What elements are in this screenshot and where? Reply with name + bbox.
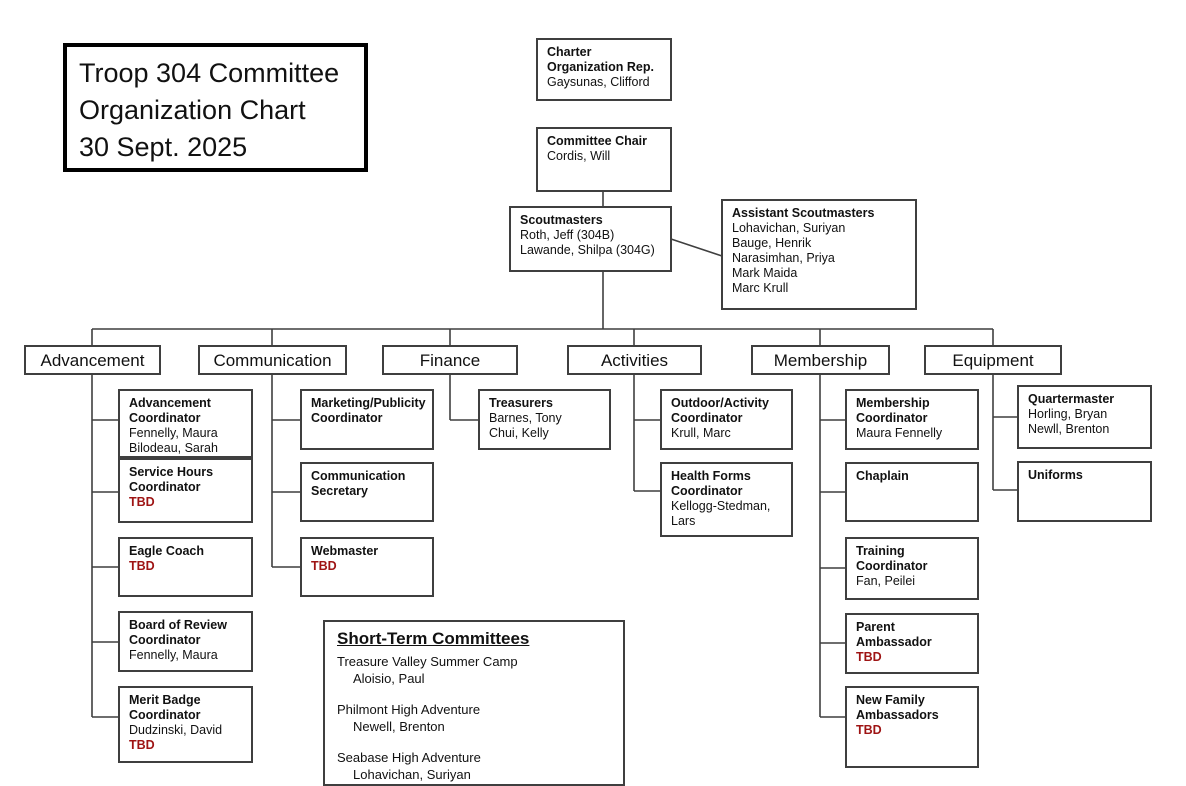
dept-header-communication: Communication [198, 345, 347, 375]
position-box-outdoor-activity-coordinator: Outdoor/Activity Coordinator Krull, Marc [660, 389, 793, 450]
names-text: Gaysunas, Clifford [547, 75, 650, 89]
org-box-charter-organization-rep: Charter Organization Rep. Gaysunas, Clif… [536, 38, 672, 101]
role-label: Advancement Coordinator [129, 396, 211, 425]
committee-name: Philmont High Adventure [337, 702, 481, 717]
names-text: Krull, Marc [671, 426, 731, 440]
role-label: Charter Organization Rep. [547, 45, 654, 74]
org-box-scoutmasters: Scoutmasters Roth, Jeff (304B) Lawande, … [509, 206, 672, 272]
position-box-quartermaster: Quartermaster Horling, Bryan Newll, Bren… [1017, 385, 1152, 449]
role-label: Committee Chair [547, 134, 648, 148]
names-text: Fennelly, Maura Bilodeau, Sarah [129, 426, 218, 455]
role-label: Assistant Scoutmasters [732, 206, 875, 220]
committee-member: Newell, Brenton [353, 719, 445, 734]
role-label: Webmaster [311, 544, 379, 558]
position-box-health-forms-coordinator: Health Forms Coordinator Kellogg-Stedman… [660, 462, 793, 537]
names-text: Barnes, Tony Chui, Kelly [489, 411, 562, 440]
position-box-marketing-publicity-coordinator: Marketing/Publicity Coordinator [300, 389, 434, 450]
dept-header-membership: Membership [751, 345, 890, 375]
tbd-label: TBD [129, 738, 155, 752]
committee-name: Seabase High Adventure [337, 750, 481, 765]
names-text: Dudzinski, David [129, 723, 223, 737]
tbd-label: TBD [311, 559, 337, 573]
role-label: Service Hours Coordinator [129, 465, 214, 494]
dept-header-activities: Activities [567, 345, 702, 375]
names-text: Roth, Jeff (304B) Lawande, Shilpa (304G) [520, 228, 655, 257]
position-box-webmaster: Webmaster TBD [300, 537, 434, 597]
role-label: Scoutmasters [520, 213, 603, 227]
dept-header-equipment: Equipment [924, 345, 1062, 375]
short-term-committees-panel: Short-Term Committees Treasure Valley Su… [323, 620, 625, 786]
position-box-merit-badge-coordinator: Merit Badge Coordinator Dudzinski, David… [118, 686, 253, 763]
position-box-membership-coordinator: Membership Coordinator Maura Fennelly [845, 389, 979, 450]
role-label: Eagle Coach [129, 544, 205, 558]
tbd-label: TBD [856, 723, 882, 737]
tbd-label: TBD [856, 650, 882, 664]
names-text: Fennelly, Maura [129, 648, 218, 662]
committee-name: Treasure Valley Summer Camp [337, 654, 518, 669]
role-label: Uniforms [1028, 468, 1083, 482]
position-box-new-family-ambassadors: New Family Ambassadors TBD [845, 686, 979, 768]
position-box-communication-secretary: Communication Secretary [300, 462, 434, 522]
position-box-service-hours-coordinator: Service Hours Coordinator TBD [118, 458, 253, 523]
short-term-committees-title: Short-Term Committees [337, 629, 530, 648]
role-label: Quartermaster [1028, 392, 1115, 406]
names-text: Horling, Bryan Newll, Brenton [1028, 407, 1110, 436]
role-label: Merit Badge Coordinator [129, 693, 201, 722]
role-label: Marketing/Publicity Coordinator [311, 396, 426, 425]
org-box-assistant-scoutmasters: Assistant Scoutmasters Lohavichan, Suriy… [721, 199, 917, 310]
names-text: Fan, Peilei [856, 574, 916, 588]
names-text: Maura Fennelly [856, 426, 943, 440]
position-box-parent-ambassador: Parent Ambassador TBD [845, 613, 979, 674]
tbd-label: TBD [129, 495, 155, 509]
committee-member: Aloisio, Paul [353, 671, 425, 686]
org-box-committee-chair: Committee Chair Cordis, Will [536, 127, 672, 192]
role-label: Membership Coordinator [856, 396, 930, 425]
position-box-board-of-review-coordinator: Board of Review Coordinator Fennelly, Ma… [118, 611, 253, 672]
chart-title: Troop 304 Committee Organization Chart 3… [63, 43, 368, 172]
position-box-advancement-coordinator: Advancement Coordinator Fennelly, Maura … [118, 389, 253, 458]
role-label: Communication Secretary [311, 469, 406, 498]
position-box-uniforms: Uniforms [1017, 461, 1152, 522]
dept-header-finance: Finance [382, 345, 518, 375]
tbd-label: TBD [129, 559, 155, 573]
role-label: Board of Review Coordinator [129, 618, 227, 647]
role-label: New Family Ambassadors [856, 693, 939, 722]
role-label: Outdoor/Activity Coordinator [671, 396, 769, 425]
position-box-training-coordinator: Training Coordinator Fan, Peilei [845, 537, 979, 600]
dept-header-advancement: Advancement [24, 345, 161, 375]
names-text: Cordis, Will [547, 149, 611, 163]
role-label: Health Forms Coordinator [671, 469, 751, 498]
role-label: Chaplain [856, 469, 909, 483]
names-text: Kellogg-Stedman, Lars [671, 499, 771, 528]
role-label: Training Coordinator [856, 544, 928, 573]
position-box-chaplain: Chaplain [845, 462, 979, 522]
role-label: Parent Ambassador [856, 620, 932, 649]
position-box-eagle-coach: Eagle Coach TBD [118, 537, 253, 597]
role-label: Treasurers [489, 396, 553, 410]
position-box-treasurers: Treasurers Barnes, Tony Chui, Kelly [478, 389, 611, 450]
committee-member: Lohavichan, Suriyan [353, 767, 471, 782]
names-text: Lohavichan, Suriyan Bauge, Henrik Narasi… [732, 221, 846, 295]
